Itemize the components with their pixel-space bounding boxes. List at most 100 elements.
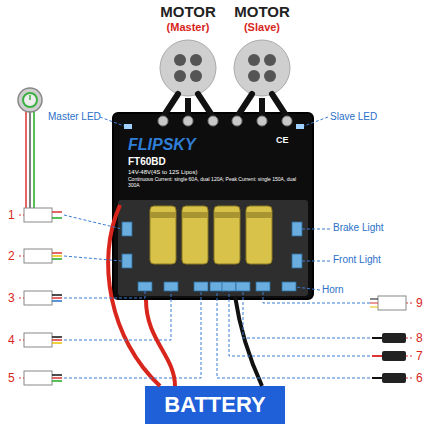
shape-path — [64, 291, 145, 298]
shape-path — [64, 215, 122, 229]
shape-g — [52, 212, 62, 381]
esc-board: FLIPSKYFT60BD14V-48V(4S to 12S Lipos)Con… — [112, 112, 314, 300]
shape-path — [198, 94, 213, 117]
led-label: Slave LED — [330, 112, 377, 122]
shape-line — [406, 338, 414, 339]
shape-rect — [24, 249, 52, 263]
shape-path — [302, 229, 330, 230]
shape-line — [52, 252, 62, 254]
callout-number: 8 — [416, 332, 423, 344]
shape-rect — [214, 212, 240, 218]
shape-rect — [164, 282, 178, 291]
shape-rect — [236, 282, 250, 291]
shape-circle — [18, 88, 42, 112]
power-switch — [18, 88, 42, 208]
shape-rect — [24, 291, 52, 305]
shape-line — [52, 380, 62, 382]
port-label: Front Light — [333, 255, 381, 265]
shape-circle — [208, 116, 218, 126]
port-label: Horn — [322, 285, 344, 295]
shape-rect — [382, 373, 406, 383]
shape-line — [19, 298, 24, 299]
shape-rect — [282, 282, 296, 291]
shape-rect — [194, 282, 208, 291]
shape-line — [406, 378, 414, 379]
shape-rect — [138, 282, 152, 291]
shape-line — [370, 307, 378, 308]
leader-lines — [64, 215, 380, 378]
shape-line — [52, 300, 62, 302]
shape-rect — [122, 222, 132, 236]
shape-rect — [292, 222, 302, 236]
callout-number: 3 — [8, 292, 15, 304]
shape-line — [52, 294, 62, 296]
callout-number: 5 — [8, 372, 15, 384]
shape-line — [372, 337, 382, 339]
motor-symbol — [158, 38, 218, 98]
port-label: Brake Light — [333, 223, 384, 233]
motor-hole — [190, 70, 202, 82]
shape-circle — [23, 93, 37, 107]
shape-rect — [24, 371, 52, 385]
callout-number: 1 — [8, 209, 15, 221]
shape-line — [52, 377, 62, 379]
shape-circle — [257, 116, 267, 126]
shape-path — [64, 291, 171, 340]
shape-path — [237, 94, 252, 117]
shape-line — [52, 297, 62, 299]
shape-path — [185, 110, 191, 117]
shape-line — [52, 258, 62, 260]
shape-rect — [246, 212, 272, 218]
shape-line — [370, 299, 378, 300]
wire-connector — [185, 98, 191, 112]
shape-path — [296, 287, 320, 290]
callout-number: 7 — [416, 350, 423, 362]
shape-line — [370, 303, 378, 304]
shape-circle — [183, 116, 193, 126]
wire-connector — [259, 98, 265, 112]
shape-line — [25, 110, 27, 208]
right-connectors — [370, 296, 406, 383]
shape-rect — [182, 212, 208, 218]
leader-line — [100, 117, 124, 126]
motor-heading: MOTOR — [143, 4, 233, 21]
motor: MOTOR(Slave) — [232, 2, 292, 98]
capacitors — [150, 206, 272, 264]
voltage-spec: 14V-48V(4S to 12S Lipos) — [128, 169, 197, 176]
shape-path — [259, 110, 265, 117]
callout-number: 9 — [416, 297, 423, 309]
motor-symbol — [232, 38, 292, 98]
motor-heading: MOTOR — [217, 4, 307, 21]
board-connectors — [122, 222, 302, 291]
shape-rect — [292, 254, 302, 268]
wire-connector — [146, 300, 175, 386]
shape-line — [52, 336, 62, 338]
shape-path — [302, 261, 330, 262]
shape-line — [52, 374, 62, 376]
shape-line — [372, 355, 382, 357]
motor: MOTOR(Master) — [158, 2, 218, 98]
battery-box: BATTERY — [145, 386, 285, 424]
shape-line — [29, 95, 31, 100]
terminals — [158, 116, 292, 126]
motor-body — [234, 40, 290, 96]
led-label: Master LED — [48, 112, 101, 122]
shape-line — [52, 217, 62, 219]
shape-rect — [122, 254, 132, 268]
shape-path — [64, 291, 201, 378]
left-connectors — [24, 208, 62, 385]
motor-hole — [248, 54, 260, 66]
shape-line — [52, 339, 62, 341]
shape-path — [163, 94, 178, 117]
led — [296, 124, 304, 129]
shape-circle — [232, 116, 242, 126]
callout-number: 4 — [8, 334, 15, 346]
current-spec: Continuous Current: single 60A, dual 120… — [128, 177, 304, 188]
callout-number: 2 — [8, 250, 15, 262]
shape-line — [372, 377, 382, 379]
motor-hole — [248, 70, 260, 82]
shape-path — [263, 291, 370, 303]
shape-rect — [210, 282, 224, 291]
motor-role: (Master) — [143, 21, 233, 33]
